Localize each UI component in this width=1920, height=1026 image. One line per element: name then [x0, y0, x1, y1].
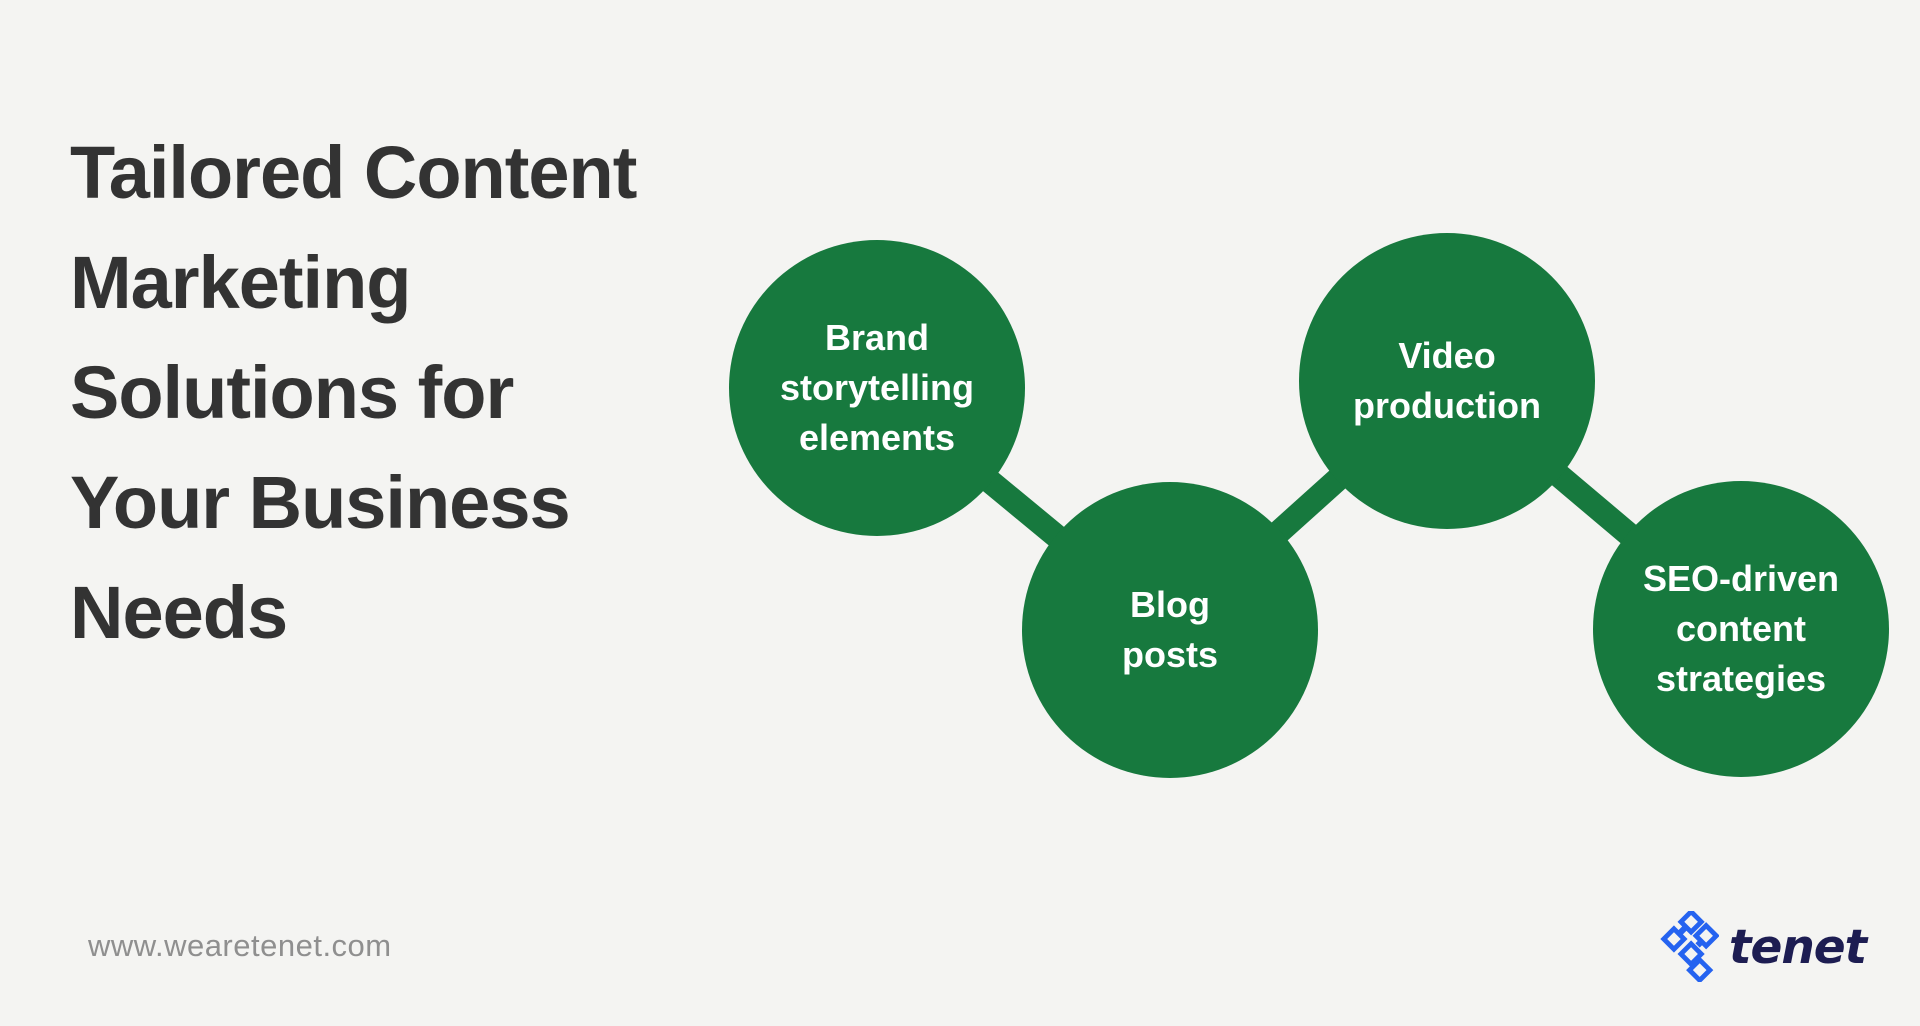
- title-line: Tailored Content: [70, 131, 637, 214]
- node-label: Blog posts: [1121, 584, 1218, 675]
- page-title: Tailored Content Marketing Solutions for…: [70, 118, 637, 668]
- tenet-wordmark: tenet: [1729, 919, 1867, 975]
- website-url: www.wearetenet.com: [88, 928, 392, 963]
- title-line: Your Business: [70, 461, 571, 544]
- title-line: Marketing: [70, 241, 412, 324]
- tenet-logo: tenet: [1660, 908, 1867, 987]
- node-label: SEO-driven content strategies: [1642, 558, 1840, 699]
- node-video-production: Video production: [1299, 233, 1595, 529]
- node-seo-content: SEO-driven content strategies: [1593, 481, 1889, 777]
- tenet-pixel-cross-icon: [1660, 908, 1720, 987]
- node-label: Video production: [1353, 335, 1541, 426]
- node-blog-posts: Blog posts: [1022, 482, 1318, 778]
- node-brand-storytelling: Brand storytelling elements: [729, 240, 1025, 536]
- title-line: Solutions for: [70, 351, 514, 434]
- title-line: Needs: [70, 571, 288, 654]
- node-label: Brand storytelling elements: [779, 317, 975, 458]
